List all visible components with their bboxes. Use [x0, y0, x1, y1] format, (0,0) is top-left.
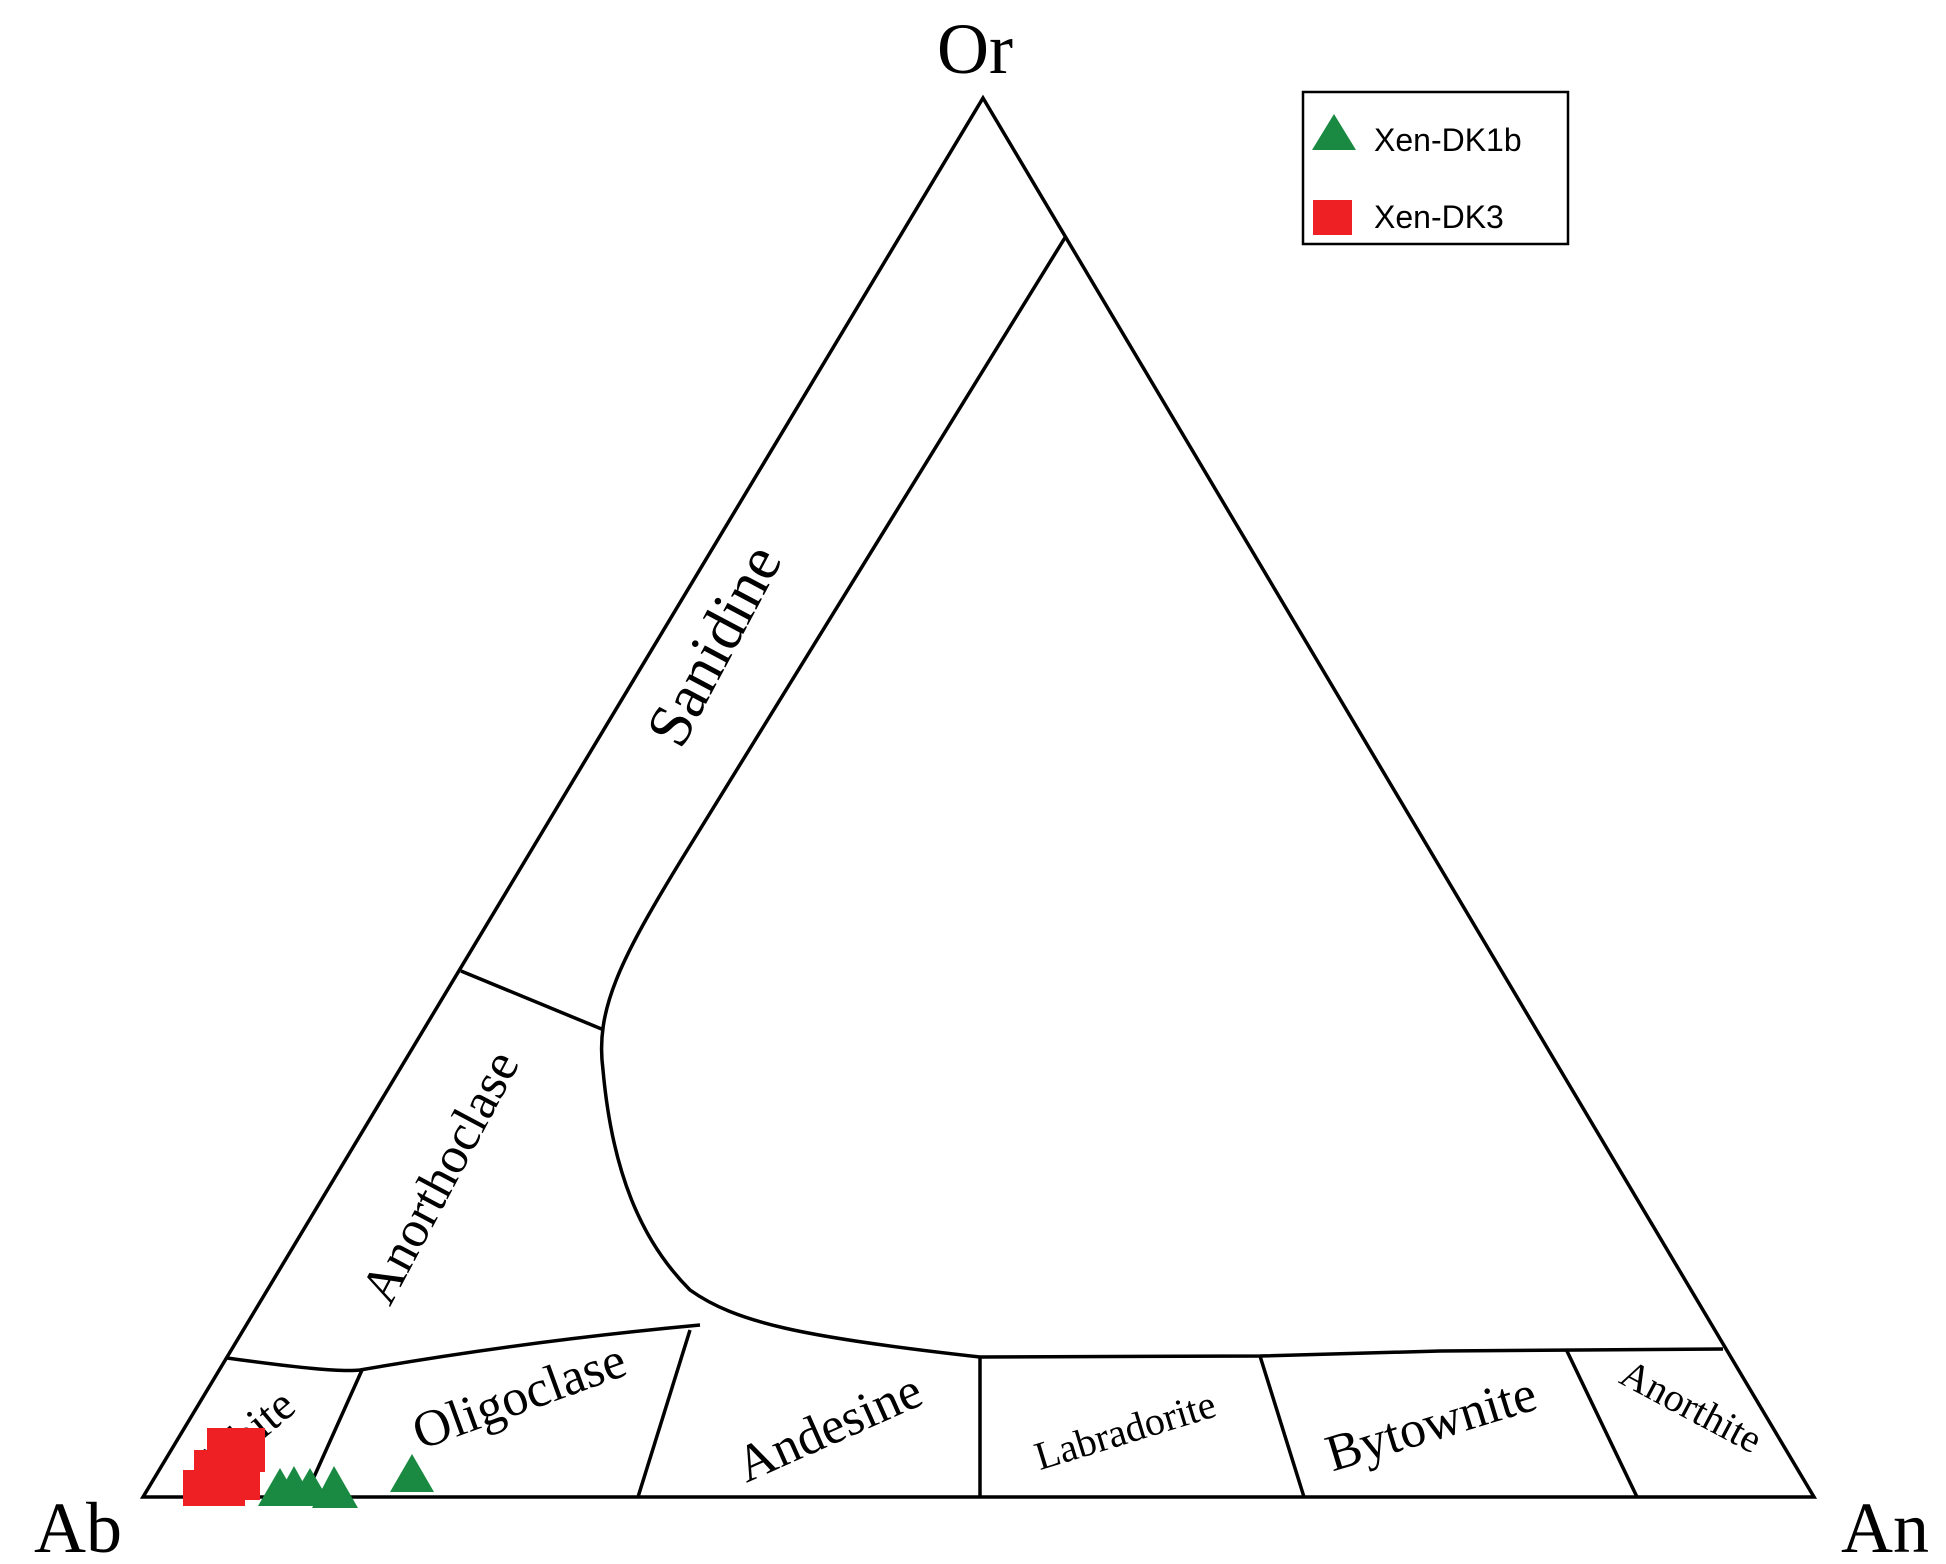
data-point-xen-dk3: [220, 1460, 260, 1500]
sanidine-anorthoclase-divider: [460, 969, 605, 1032]
vertex-label-or: Or: [937, 9, 1013, 89]
field-label-labradorite: Labradorite: [1029, 1381, 1221, 1479]
sanidine-boundary: [599, 235, 1068, 1359]
legend-label-xen-dk3: Xen-DK3: [1374, 199, 1504, 235]
field-label-oligoclase: Oligoclase: [405, 1332, 633, 1462]
series-xen-dk3: [183, 1428, 265, 1506]
field-label-sanidine: Sanidine: [633, 534, 795, 758]
data-point-xen-dk1b: [312, 1466, 358, 1508]
field-label-anorthite: Anorthite: [1613, 1350, 1769, 1462]
series-xen-dk1b: [258, 1454, 434, 1508]
field-label-anorthoclase: Anorthoclase: [350, 1041, 530, 1313]
legend-marker-xen-dk1b: [1312, 114, 1356, 150]
alkali-plagioclase-boundary: [226, 1323, 701, 1373]
vertex-label-ab: Ab: [34, 1488, 122, 1564]
oligoclase-andesine-divider: [636, 1329, 692, 1498]
bytownite-anorthite-divider: [1564, 1348, 1639, 1498]
legend-marker-xen-dk3: [1313, 200, 1352, 235]
legend-label-xen-dk1b: Xen-DK1b: [1374, 122, 1522, 158]
labradorite-bytownite-divider: [1258, 1355, 1306, 1498]
plagioclase-top-boundary: [979, 1347, 1724, 1359]
data-point-xen-dk1b: [390, 1454, 434, 1492]
vertex-label-an: An: [1841, 1488, 1929, 1564]
legend: Xen-DK1b Xen-DK3: [1301, 90, 1570, 246]
field-label-bytownite: Bytownite: [1319, 1365, 1543, 1483]
field-label-andesine: Andesine: [728, 1362, 931, 1494]
